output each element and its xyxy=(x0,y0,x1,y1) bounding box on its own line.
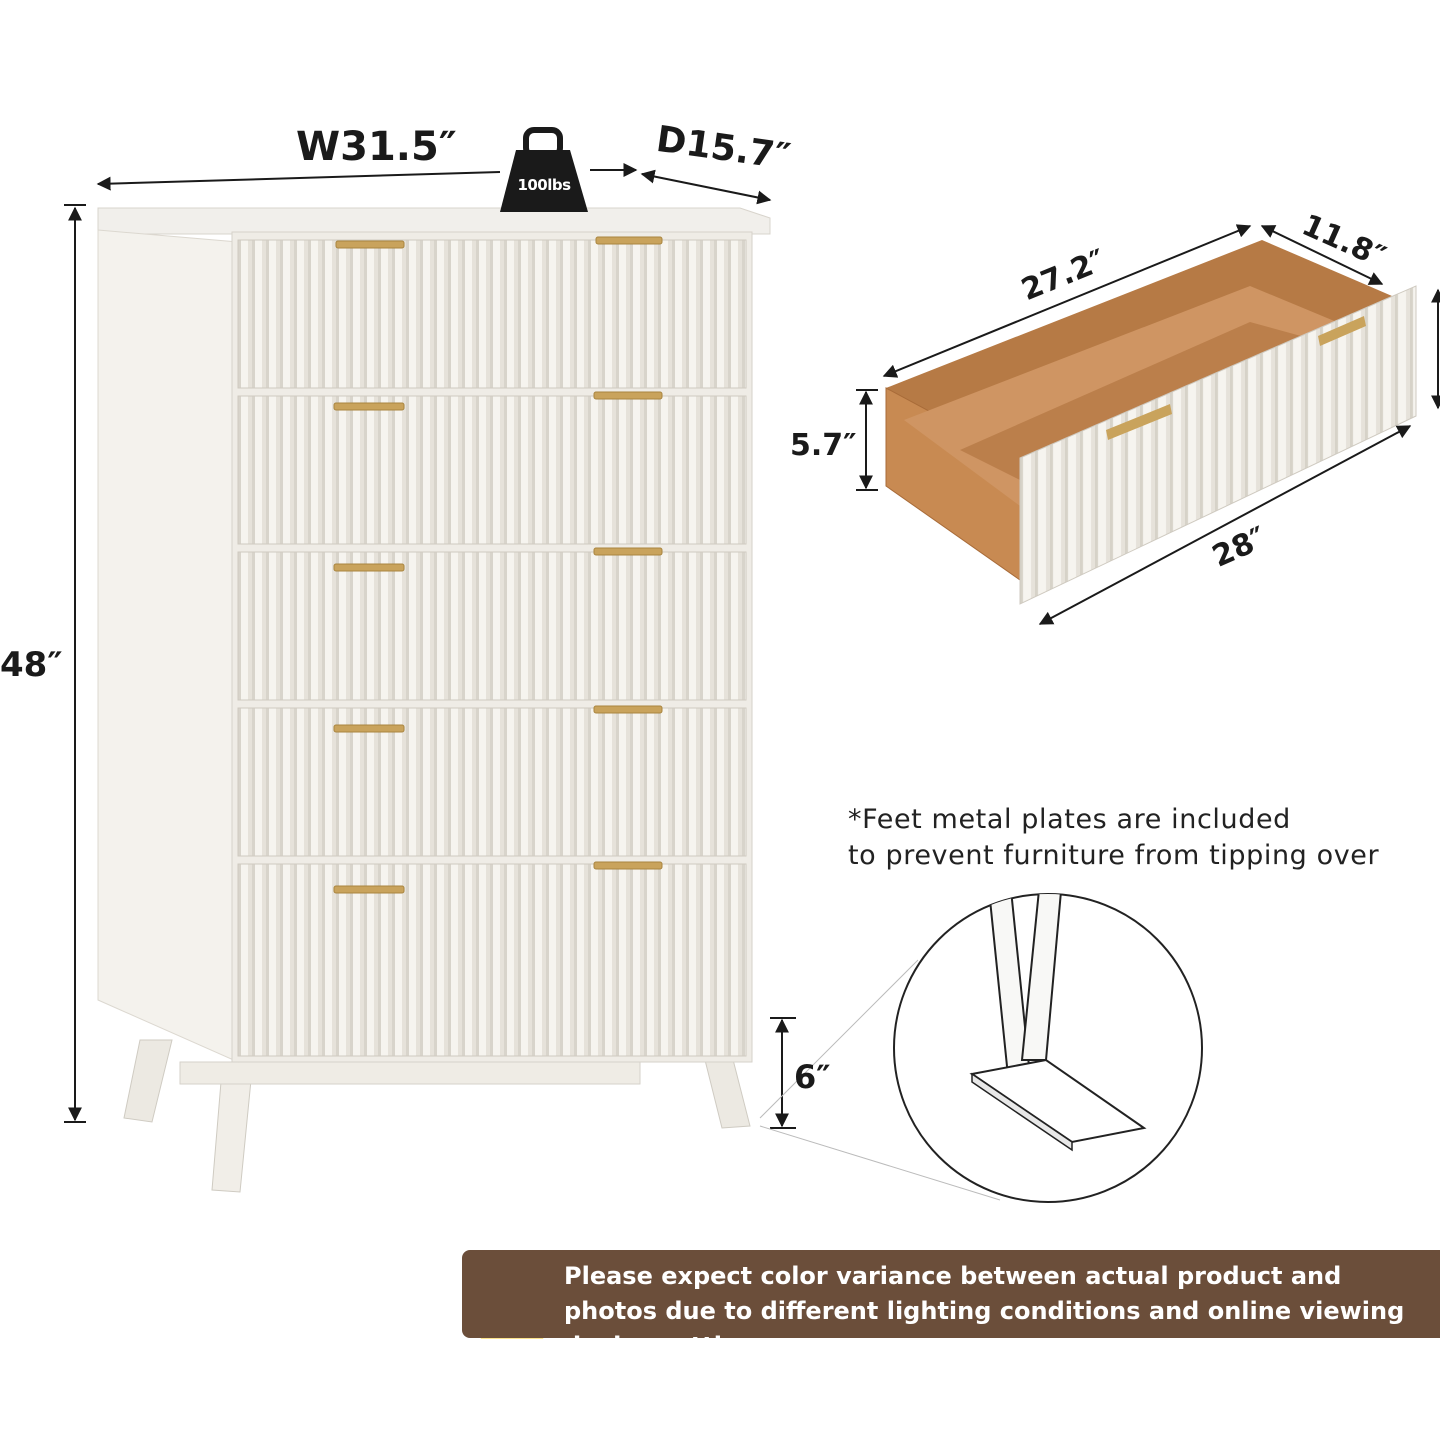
handle-3-right xyxy=(593,547,663,556)
handle-5-left xyxy=(333,885,405,894)
handle-2-left xyxy=(333,402,405,411)
feet-detail xyxy=(759,893,1203,1203)
top-slab xyxy=(97,207,771,235)
handle-1-left xyxy=(335,240,405,249)
disclaimer-banner xyxy=(462,1250,1440,1338)
drawer-handle-b xyxy=(1318,316,1366,346)
handle-4-right xyxy=(593,705,663,714)
drawer-fronts xyxy=(237,239,747,1057)
leg-back-left xyxy=(123,1039,173,1123)
drawer-3 xyxy=(237,551,747,701)
disclaimer-line-1: Please expect color variance between act… xyxy=(564,1262,1342,1290)
feet-note-line-2: to prevent furniture from tipping over xyxy=(848,840,1380,871)
handle-5-right xyxy=(593,861,663,870)
apron xyxy=(179,1061,641,1085)
open-drawer xyxy=(885,240,1417,605)
drawer-height-label: 5.7″ xyxy=(790,428,857,463)
drawer-4 xyxy=(237,707,747,857)
width-label: W31.5″ xyxy=(296,124,457,170)
height-label: 48″ xyxy=(0,645,63,685)
drawer-handles xyxy=(333,236,663,894)
drawer-2 xyxy=(237,395,747,545)
drawer-5 xyxy=(237,863,747,1057)
feet-note-line-1: *Feet metal plates are included xyxy=(848,804,1291,835)
dresser xyxy=(97,207,771,1193)
drawer-1 xyxy=(237,239,747,389)
depth-line xyxy=(640,169,772,205)
dresser-dimension-lines xyxy=(64,163,796,1129)
disclaimer-line-2: photos due to different lighting conditi… xyxy=(564,1297,1405,1325)
disclaimer-line-3: device settings. xyxy=(564,1332,780,1360)
weight-icon xyxy=(500,127,588,212)
handle-2-right xyxy=(593,391,663,400)
handle-1-right xyxy=(595,236,663,245)
handle-3-left xyxy=(333,563,405,572)
leg-front-left xyxy=(211,1069,253,1193)
handle-4-left xyxy=(333,724,405,733)
weight-label: 100lbs xyxy=(517,176,571,194)
leg-height-label: 6″ xyxy=(794,1058,831,1096)
side-panel xyxy=(97,229,239,1063)
drawer-dimension-lines xyxy=(856,224,1440,625)
width-line xyxy=(96,171,501,191)
